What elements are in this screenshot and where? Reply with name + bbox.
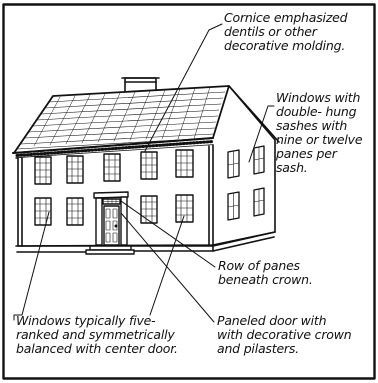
side-gable — [213, 86, 279, 245]
label-cornice: Cornice emphasized dentils or other deco… — [224, 11, 347, 53]
label-row-of-panes: Row of panes beneath crown. — [218, 259, 313, 287]
label-windows-double-hung: Windows with double- hung sashes with ni… — [276, 91, 362, 175]
label-window-arrangement: Windows typically five- ranked and symme… — [16, 314, 178, 356]
label-paneled-door: Paneled door with with decorative crown … — [217, 314, 351, 356]
